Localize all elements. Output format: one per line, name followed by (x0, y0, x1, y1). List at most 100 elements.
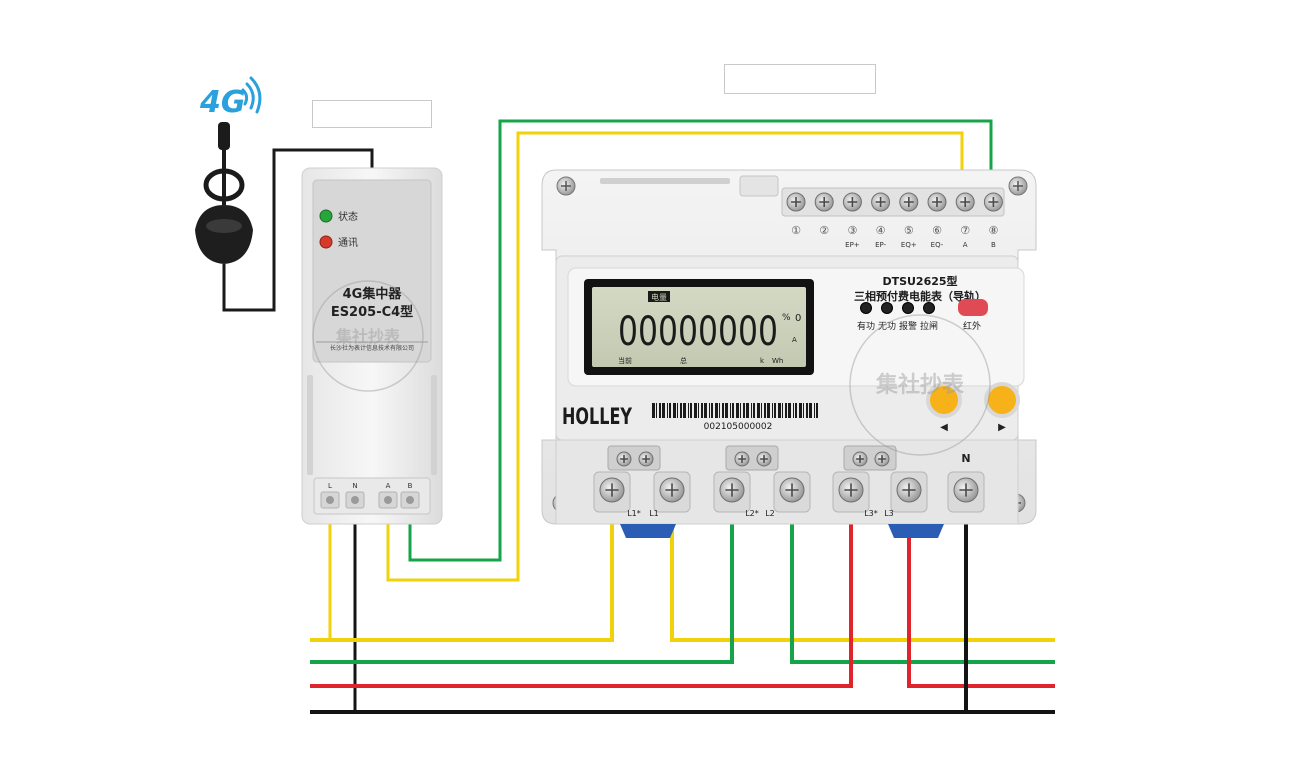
antenna: 4G (195, 76, 374, 312)
conc-terminal-letter-a: A (386, 482, 391, 490)
top-terminal-screw-2 (814, 192, 834, 212)
bottom-small-screw-4 (756, 451, 772, 467)
indicator-label-1: 有功 (857, 320, 875, 332)
top-terminal-screw-8 (983, 192, 1003, 212)
lcd-unit-wh: Wh (772, 357, 783, 365)
top-terminal-number-2: ② (819, 224, 829, 237)
conc-terminal-letter-l: L (328, 482, 332, 490)
barcode-number: 002105000002 (704, 422, 773, 432)
lcd-zero: 0 (795, 313, 801, 324)
barcode (652, 403, 818, 418)
lcd-unit-k: k (760, 357, 765, 365)
indicator-label-3: 报警 (899, 320, 917, 332)
lcd-digits: 00000000 (618, 309, 778, 355)
indicator-led-2 (881, 302, 893, 314)
top-terminal-number-8: ⑧ (988, 224, 998, 237)
bottom-terminal-label-1: L1* (627, 509, 641, 518)
top-terminal-screw-6 (927, 192, 947, 212)
top-terminal-name-8: B (991, 241, 996, 249)
concentrator-company: 长沙社为表计信息技术有限公司 (330, 344, 414, 352)
conc-terminal-letter-b: B (408, 482, 413, 490)
bottom-terminal-screw-2 (659, 477, 685, 503)
top-terminal-screw-7 (955, 192, 975, 212)
wire-rs485-a (386, 131, 964, 582)
bottom-terminal-screw-3 (719, 477, 745, 503)
arrow-left: ◀ (940, 422, 948, 433)
top-terminal-number-1: ① (791, 224, 801, 237)
bottom-small-screw-5 (852, 451, 868, 467)
comm-led-label: 通讯 (338, 237, 358, 249)
bottom-terminal-label-3: L2* (745, 509, 759, 518)
top-terminal-name-3: EP+ (845, 241, 860, 249)
lcd-percent: % (782, 313, 791, 323)
indicator-label-5: 红外 (963, 320, 981, 332)
top-terminal-name-7: A (963, 241, 968, 249)
comm-led (319, 235, 333, 249)
bottom-terminal-label-2: L1 (649, 509, 659, 518)
top-terminal-screw-1 (786, 192, 806, 212)
top-terminal-name-6: EQ- (931, 241, 944, 249)
arrow-right: ▶ (998, 422, 1006, 433)
bus-red (310, 490, 853, 688)
bottom-terminal-screw-6 (896, 477, 922, 503)
label-box-left (312, 100, 432, 128)
indicator-label-2: 无功 (878, 321, 896, 332)
top-terminal-screw-3 (842, 192, 862, 212)
top-terminal-number-6: ⑥ (932, 224, 942, 237)
concentrator-title: 4G集中器 (343, 286, 403, 302)
label-box-right (724, 64, 876, 94)
watermark-text-2: 集社抄表 (875, 372, 965, 398)
status-led (319, 209, 333, 223)
meter-brand: HOLLEY (562, 405, 633, 430)
top-terminal-screw-4 (871, 192, 891, 212)
din-clip-left (620, 524, 676, 538)
bus-red-right (907, 490, 1055, 688)
bottom-small-screw-2 (638, 451, 654, 467)
indicator-led-3 (902, 302, 914, 314)
watermark-text-1: 集社抄表 (335, 327, 401, 346)
bus-yellow (310, 490, 614, 642)
bus-green (310, 490, 734, 664)
top-terminal-screw-5 (899, 192, 919, 212)
top-terminal-number-3: ③ (847, 224, 857, 237)
meter-buttons: ◀ ▶ (926, 382, 1020, 433)
lcd-current-label: 当前 (618, 356, 632, 365)
wire-rs485-b (408, 119, 993, 562)
bottom-terminal-screw-5 (838, 477, 864, 503)
bottom-terminal-label-4: L2 (765, 509, 775, 518)
status-led-label: 状态 (338, 210, 358, 223)
bottom-terminal-label-6: L3 (884, 509, 894, 518)
bottom-terminal-label-5: L3* (864, 509, 878, 518)
watermark: 集社抄表 集社抄表 (312, 280, 991, 456)
top-terminal-name-5: EQ+ (901, 241, 917, 249)
network-4g-label: 4G (199, 85, 246, 120)
infrared-window (958, 299, 988, 316)
bus-yellow-right (670, 490, 1055, 642)
din-clip-right (888, 524, 944, 538)
meter-model: DTSU2625型 (882, 274, 957, 288)
bottom-terminal-screw-4 (779, 477, 805, 503)
top-terminal-number-4: ④ (876, 224, 886, 237)
meter-description: 三相预付费电能表（导轨） (854, 289, 986, 303)
signal-icon (241, 76, 262, 114)
button-right[interactable] (984, 382, 1020, 418)
bottom-small-screw-6 (874, 451, 890, 467)
top-terminal-name-4: EP- (875, 241, 886, 249)
bottom-terminal-screw-7 (953, 477, 979, 503)
lcd-tag: 电量 (651, 292, 667, 302)
lcd-a: A (792, 336, 797, 344)
indicator-label-4: 拉闸 (920, 320, 938, 332)
bottom-terminal-screw-1 (599, 477, 625, 503)
bottom-small-screw-1 (616, 451, 632, 467)
bottom-small-screw-3 (734, 451, 750, 467)
indicator-led-4 (923, 302, 935, 314)
neutral-label: N (961, 452, 970, 465)
indicator-led-1 (860, 302, 872, 314)
lcd-total-label: 总 (680, 356, 687, 365)
button-left[interactable] (926, 382, 962, 418)
wires (310, 119, 1055, 714)
top-terminal-number-5: ⑤ (904, 224, 914, 237)
